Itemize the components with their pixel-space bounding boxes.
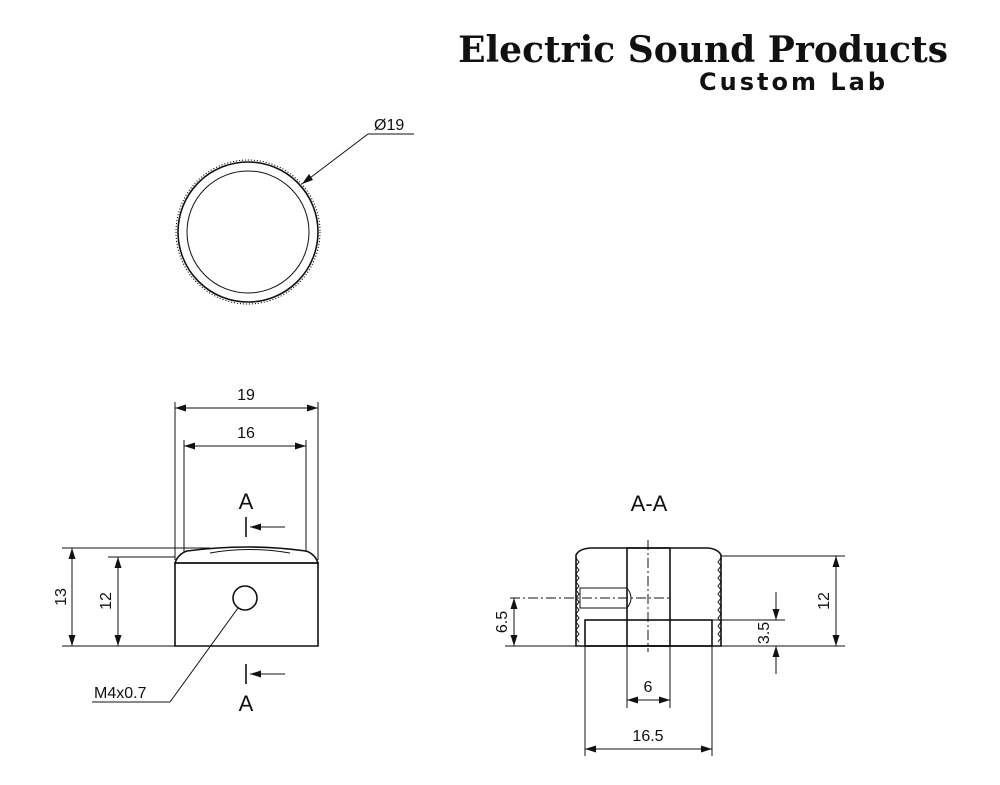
dim-bore-depth xyxy=(772,592,780,674)
right-knurl-edge xyxy=(717,557,722,643)
outer-circle xyxy=(177,161,319,303)
top-view: Ø19 xyxy=(175,117,414,305)
dim-top-width xyxy=(184,442,306,450)
dim-section-height xyxy=(832,556,840,646)
dim-screw-height xyxy=(510,598,518,646)
section-mark-top xyxy=(245,517,285,537)
dim-bottom-width xyxy=(585,745,712,753)
knurled-rim xyxy=(175,159,321,305)
dome-highlight xyxy=(209,549,291,554)
knurl-height-label: 12 xyxy=(98,592,115,610)
brand-logo: Electric Sound Products Custom Lab xyxy=(458,29,948,96)
section-title: A-A xyxy=(631,491,668,516)
bore-depth-label: 3.5 xyxy=(756,622,773,644)
set-screw-hole xyxy=(232,585,258,611)
thread-label: M4x0.7 xyxy=(94,685,147,702)
diameter-label: Ø19 xyxy=(374,117,404,134)
inner-circle xyxy=(186,170,310,294)
overall-height-label: 13 xyxy=(53,588,70,606)
section-mark-bottom xyxy=(245,664,285,684)
left-knurl-edge xyxy=(575,557,580,643)
dim-bore-width xyxy=(627,696,670,704)
section-view: A-A 12 xyxy=(494,491,845,756)
dome-cap xyxy=(173,546,320,564)
diameter-leader xyxy=(301,133,414,185)
top-width-label: 16 xyxy=(237,425,255,442)
bore-width-label: 6 xyxy=(644,679,653,696)
dim-knurl-height xyxy=(114,557,122,646)
section-height-label: 12 xyxy=(816,592,833,610)
knurled-body xyxy=(174,562,319,647)
front-view: 19 16 13 12 A xyxy=(53,387,320,716)
screw-height-label: 6.5 xyxy=(494,611,511,633)
thread-leader xyxy=(92,607,239,703)
section-letter-top: A xyxy=(239,489,254,514)
section-body xyxy=(575,547,722,647)
dim-overall-width xyxy=(175,404,318,412)
brand-subtitle: Custom Lab xyxy=(699,68,888,96)
section-letter-bottom: A xyxy=(239,691,254,716)
bottom-width-label: 16.5 xyxy=(632,728,663,745)
overall-width-label: 19 xyxy=(237,387,255,404)
brand-name: Electric Sound Products xyxy=(458,29,948,71)
dim-overall-height xyxy=(68,548,76,646)
